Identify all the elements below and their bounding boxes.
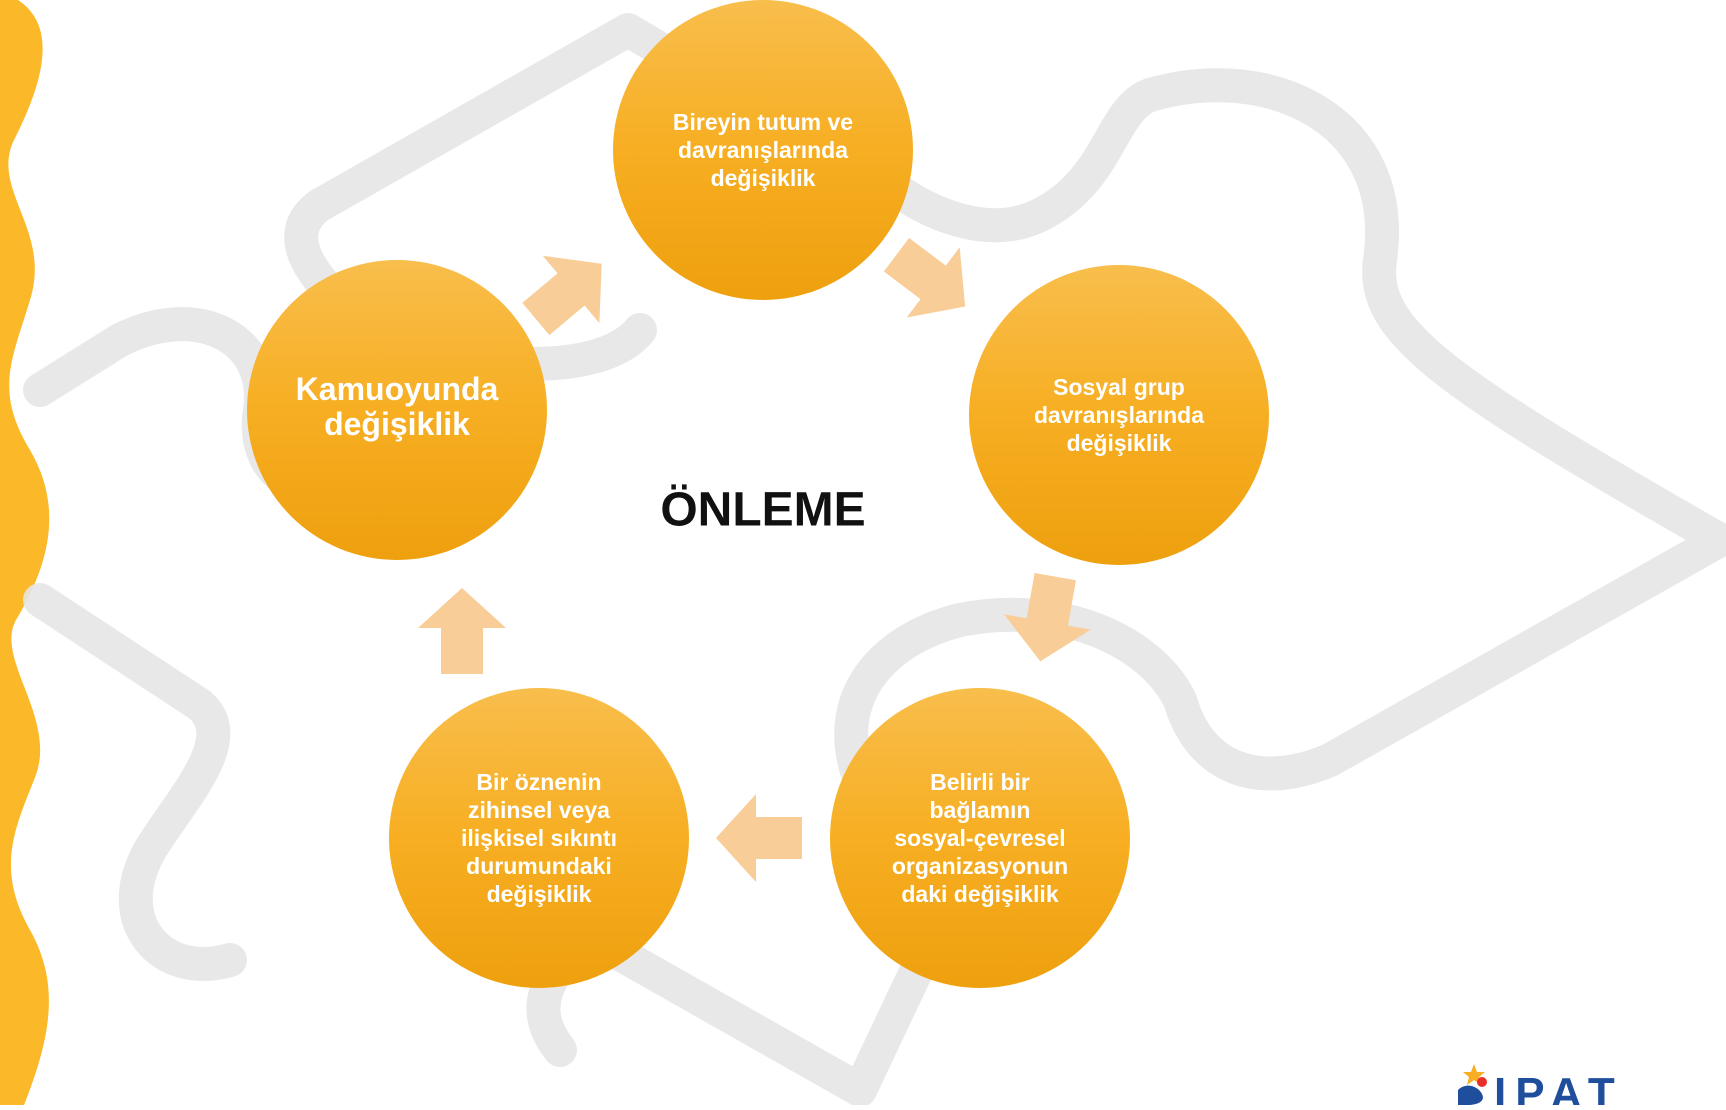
cycle-arrow-1 (883, 237, 966, 318)
node-label-socio-environmental-organisation: Belirli bir bağlamın sosyal-çevresel org… (891, 769, 1069, 907)
star-figure-icon (1458, 1064, 1487, 1105)
cycle-arrow-3 (716, 794, 802, 882)
cycle-arrows (418, 237, 1091, 882)
logo-text: IPAT (1494, 1069, 1624, 1106)
node-label-individual-attitudes: Bireyin tutum ve davranışlarında değişik… (672, 109, 854, 191)
node-label-mental-relational-distress: Bir öznenin zihinsel veya ilişkisel sıkı… (461, 769, 617, 907)
node-social-group-behaviour (969, 265, 1269, 565)
node-public-opinion (247, 260, 547, 560)
node-socio-environmental-organisation (830, 688, 1130, 988)
node-individual-attitudes (613, 0, 913, 300)
cycle-arrow-4 (418, 588, 506, 674)
node-label-social-group-behaviour: Sosyal grup davranışlarında değişiklik (1033, 374, 1205, 456)
cycle-nodes (247, 0, 1269, 988)
cycle-arrow-2 (1003, 572, 1091, 662)
node-mental-relational-distress (389, 688, 689, 988)
node-label-public-opinion: Kamuoyunda değişiklik (295, 371, 499, 442)
cycle-arrow-5 (522, 255, 602, 336)
left-decorative-stripe (0, 0, 50, 1105)
ipat-logo: IPAT (1452, 1062, 1642, 1105)
center-title: ÖNLEME (660, 483, 866, 537)
